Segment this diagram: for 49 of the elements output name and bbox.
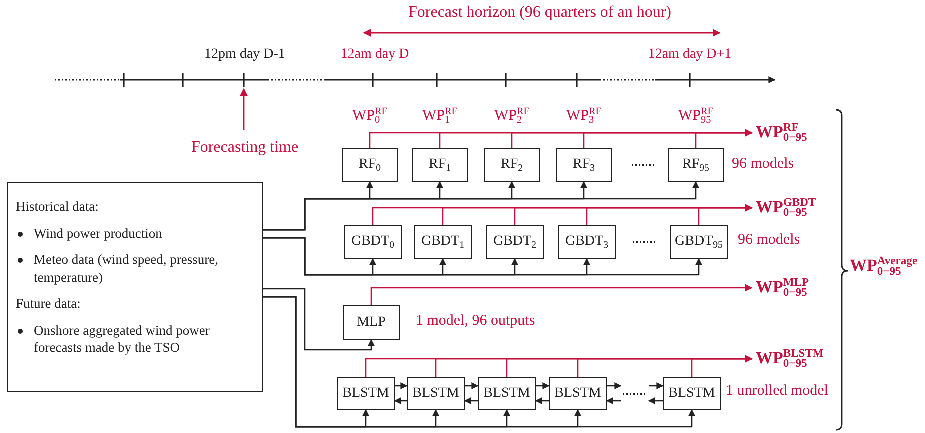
bullet-text: Meteo data (wind speed, pressure, temperature)	[34, 251, 220, 286]
arrow	[536, 382, 550, 390]
model-box: GBDT$_{0}$	[344, 225, 402, 259]
arrow	[263, 237, 702, 276]
model-box: BLSTM	[407, 377, 465, 410]
model-box: GBDT$_{1}$	[414, 225, 472, 259]
time-label: 12am day D	[340, 47, 410, 63]
model-box: RF$_{95}$	[668, 148, 724, 182]
section-heading: Future data:	[16, 295, 81, 313]
arrow	[691, 355, 753, 377]
arrow	[649, 382, 664, 390]
arrow	[607, 382, 622, 390]
model-box: GBDT$_{2}$	[486, 225, 544, 259]
arrow	[535, 398, 549, 404]
arrow	[698, 204, 753, 225]
model-box: RF$_{0}$	[342, 148, 398, 182]
arrow	[695, 129, 753, 148]
arrow	[648, 398, 663, 404]
arrow	[465, 382, 479, 390]
forecasting-time-label: Forecasting time	[191, 139, 299, 157]
time-label: 12am day D+1	[648, 47, 732, 63]
model-box: RF$_{2}$	[484, 148, 540, 182]
model-box: GBDT$_{3}$	[558, 225, 616, 259]
model-count-note: 1 model, 96 outputs	[416, 313, 536, 330]
bullet-text: Onshore aggregated wind power forecasts made by the TSO	[34, 322, 211, 357]
arrow	[606, 398, 621, 404]
arrow	[263, 181, 700, 231]
model-box: MLP	[343, 305, 400, 340]
model-box: BLSTM	[549, 377, 607, 410]
model-box: BLSTM	[337, 377, 395, 410]
arrow	[464, 398, 478, 404]
model-box: BLSTM	[663, 377, 721, 410]
model-box: GBDT$_{95}$	[670, 225, 728, 259]
arrow	[394, 398, 407, 404]
model-count-note: 96 models	[732, 156, 794, 173]
model-count-note: 96 models	[738, 232, 800, 249]
bullet-text: Wind power production	[34, 224, 162, 242]
horizon-label: Forecast horizon (96 quarters of an hour)	[408, 4, 672, 22]
model-box: RF$_{1}$	[412, 148, 468, 182]
arrow	[395, 382, 408, 390]
arrow	[370, 284, 753, 305]
input-data-box	[7, 182, 263, 392]
model-box: BLSTM	[478, 377, 536, 410]
section-heading: Historical data:	[16, 198, 99, 216]
model-box: RF$_{3}$	[556, 148, 612, 182]
arrow	[263, 296, 696, 428]
arrow	[263, 288, 375, 351]
time-label: 12pm day D-1	[204, 47, 286, 63]
model-count-note: 1 unrolled model	[726, 383, 828, 400]
